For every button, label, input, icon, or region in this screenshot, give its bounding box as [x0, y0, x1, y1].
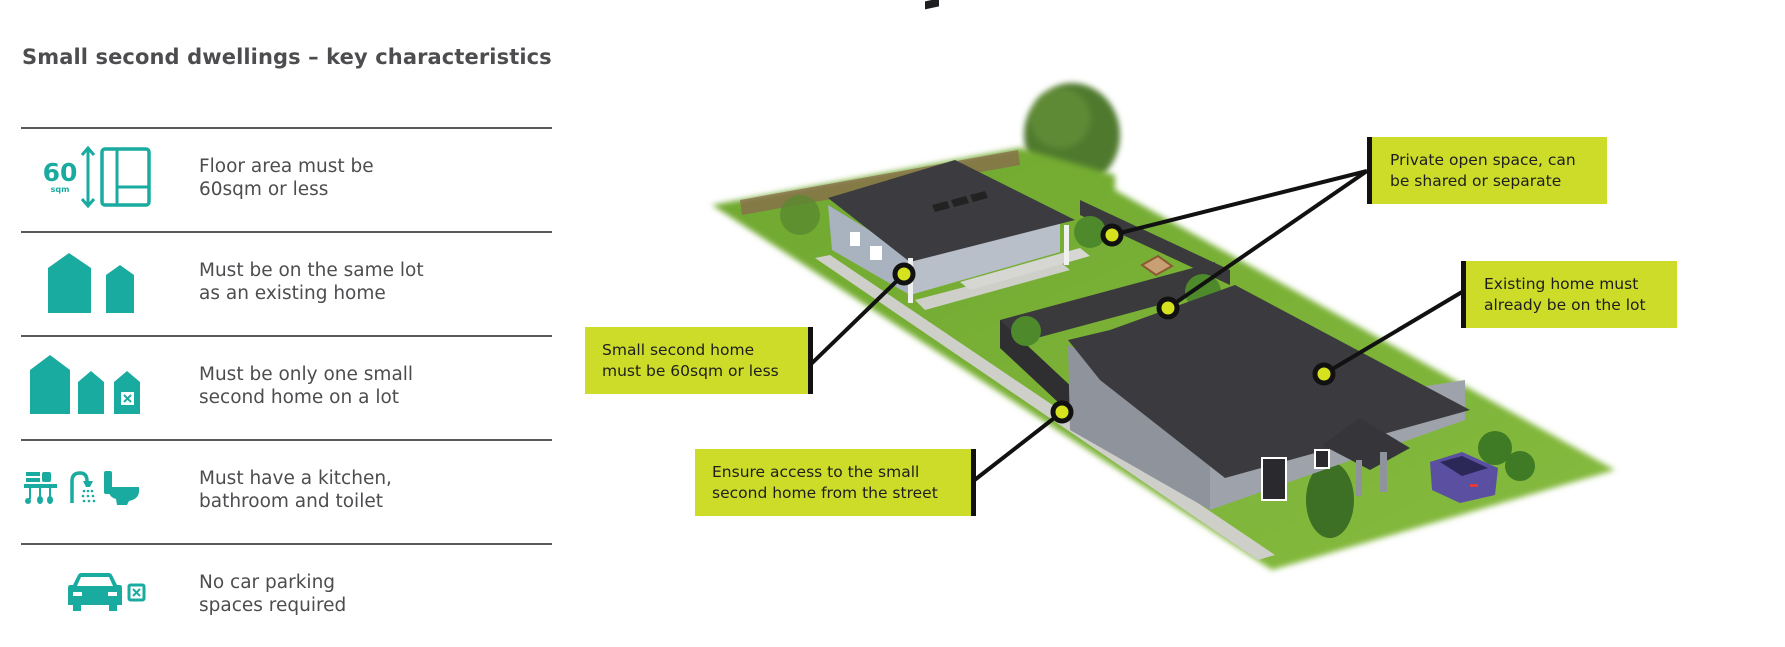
- callout-existing-home: Existing home must already be on the lot: [1461, 261, 1677, 328]
- callout-text-line: must be 60sqm or less: [602, 362, 779, 380]
- dot-private-open-space-1: [1100, 223, 1124, 247]
- svg-text:sqm: sqm: [51, 185, 70, 194]
- feature-same-lot: Must be on the same lot as an existing h…: [21, 231, 552, 335]
- car-icon: [68, 573, 122, 611]
- floor-area-60sqm-icon: 60 sqm: [43, 145, 151, 209]
- feature-text-line: Must have a kitchen,: [199, 468, 392, 489]
- kitchen-shower-toilet-icon: [24, 471, 139, 505]
- feature-text-line: Must be only one small: [199, 364, 414, 385]
- connector-dots: [892, 223, 1336, 424]
- feature-no-parking: No car parking spaces required: [21, 543, 552, 647]
- feature-text-line: spaces required: [199, 595, 347, 616]
- feature-text: Must be only one small second home on a …: [199, 363, 413, 409]
- divider-fence: [1000, 262, 1215, 348]
- connector-lines: [806, 169, 1464, 484]
- dot-small-second-home: [892, 262, 916, 286]
- callout-text-line: Small second home: [602, 341, 755, 359]
- dot-private-open-space-2: [1156, 296, 1180, 320]
- existing-home: [1068, 285, 1498, 510]
- side-path: [815, 255, 1275, 560]
- callout-text-line: already be on the lot: [1484, 296, 1646, 314]
- car: [1430, 452, 1498, 503]
- callout-private-open-space: Private open space, can be shared or sep…: [1367, 137, 1607, 204]
- feature-text: Must have a kitchen, bathroom and toilet: [199, 467, 392, 513]
- feature-text-line: as an existing home: [199, 283, 386, 304]
- small-second-home: [828, 0, 1075, 303]
- callout-text-line: Ensure access to the small: [712, 463, 920, 481]
- dot-existing-home: [1312, 362, 1336, 386]
- feature-text-line: No car parking: [199, 572, 336, 593]
- feature-text-line: bathroom and toilet: [199, 491, 383, 512]
- feature-text: Floor area must be 60sqm or less: [199, 155, 374, 201]
- feature-text-line: Floor area must be: [199, 156, 374, 177]
- second-home-roof: [828, 160, 1075, 262]
- callout-text-line: Private open space, can: [1390, 151, 1576, 169]
- cross-box-icon: [127, 583, 146, 602]
- svg-text:60: 60: [43, 158, 78, 187]
- feature-kitchen-bathroom: Must have a kitchen, bathroom and toilet: [21, 439, 552, 543]
- feature-text-line: second home on a lot: [199, 387, 400, 408]
- callout-text-line: be shared or separate: [1390, 172, 1562, 190]
- key-characteristics-list: 60 sqm Floor area must be 60sqm or less …: [21, 127, 552, 647]
- callout-small-second-home: Small second home must be 60sqm or less: [585, 327, 813, 394]
- feature-text-line: 60sqm or less: [199, 179, 329, 200]
- sandpit: [1140, 254, 1174, 277]
- three-houses-one-crossed-icon: [30, 355, 140, 414]
- callout-street-access: Ensure access to the small second home f…: [695, 449, 976, 516]
- feature-floor-area: 60 sqm Floor area must be 60sqm or less: [21, 127, 552, 231]
- feature-text: No car parking spaces required: [199, 571, 346, 617]
- callout-text-line: second home from the street: [712, 484, 938, 502]
- toilet-icon: [104, 471, 139, 505]
- callout-text-line: Existing home must: [1484, 275, 1639, 293]
- dot-street-access: [1050, 400, 1074, 424]
- shower-icon: [70, 471, 96, 503]
- feature-text: Must be on the same lot as an existing h…: [199, 259, 424, 305]
- feature-only-one: Must be only one small second home on a …: [21, 335, 552, 439]
- page-title: Small second dwellings – key characteris…: [22, 45, 552, 69]
- feature-text-line: Must be on the same lot: [199, 260, 424, 281]
- kitchen-icon: [24, 472, 57, 504]
- car-crossed-icon: [68, 573, 146, 611]
- two-houses-icon: [48, 253, 134, 313]
